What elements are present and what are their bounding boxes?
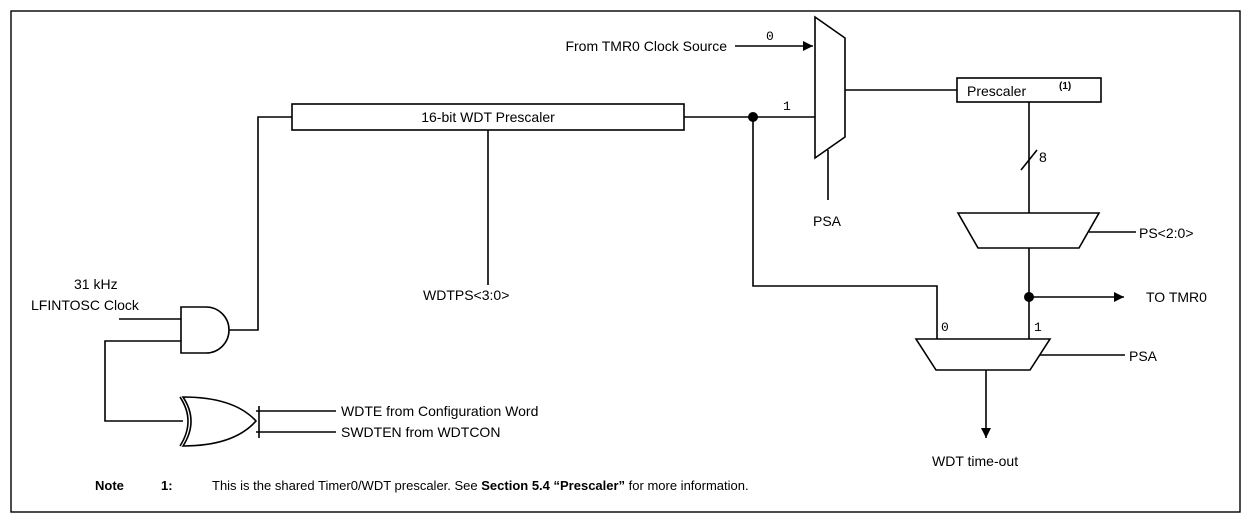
note-text-after: for more information. xyxy=(625,478,749,493)
psa-bottom-label: PSA xyxy=(1129,348,1158,364)
note-section-ref: Section 5.4 “Prescaler” xyxy=(481,478,625,493)
to-tmr0-label: TO TMR0 xyxy=(1146,289,1207,305)
or-to-and-wire xyxy=(104,340,183,422)
or-gate-input-curve xyxy=(179,396,189,447)
clock-frequency-label: 31 kHz xyxy=(74,276,118,292)
wdtps-label: WDTPS<3:0> xyxy=(423,287,509,303)
bottom-mux xyxy=(914,338,1052,371)
shared-prescaler-note-ref: (1) xyxy=(1059,81,1071,92)
bus-width-slash xyxy=(1020,149,1038,171)
note-text: This is the shared Timer0/WDT prescaler.… xyxy=(212,478,749,493)
top-mux xyxy=(814,15,846,160)
swdten-label: SWDTEN from WDTCON xyxy=(341,424,500,440)
top-mux-input0-label: 0 xyxy=(766,29,774,44)
note-number: 1: xyxy=(161,478,173,493)
or-gate xyxy=(181,396,258,447)
and-gate xyxy=(180,306,230,354)
bottom-mux-input0-label: 0 xyxy=(941,320,949,335)
tmr0-clock-source-label: From TMR0 Clock Source xyxy=(565,38,727,54)
wdt-prescaler-block xyxy=(291,103,685,131)
wdte-label: WDTE from Configuration Word xyxy=(341,403,538,419)
top-mux-input1-label: 1 xyxy=(783,99,791,114)
wdt-timeout-label: WDT time-out xyxy=(932,453,1018,469)
bus-width-label: 8 xyxy=(1039,149,1047,165)
psa-top-label: PSA xyxy=(813,213,842,229)
diagram-frame xyxy=(10,10,1241,513)
note-text-before: This is the shared Timer0/WDT prescaler.… xyxy=(212,478,481,493)
and-out-wire xyxy=(229,116,292,331)
bottom-mux-input1-label: 1 xyxy=(1034,320,1042,335)
wdt-prescaler-label: 16-bit WDT Prescaler xyxy=(421,109,555,125)
ps-select-label: PS<2:0> xyxy=(1139,225,1194,241)
note-label: Note xyxy=(95,478,124,493)
clock-name-label: LFINTOSC Clock xyxy=(31,297,140,313)
ps-select-mux xyxy=(956,212,1101,249)
shared-prescaler-label: Prescaler xyxy=(967,83,1026,99)
wdt-bypass-wire xyxy=(752,117,938,339)
